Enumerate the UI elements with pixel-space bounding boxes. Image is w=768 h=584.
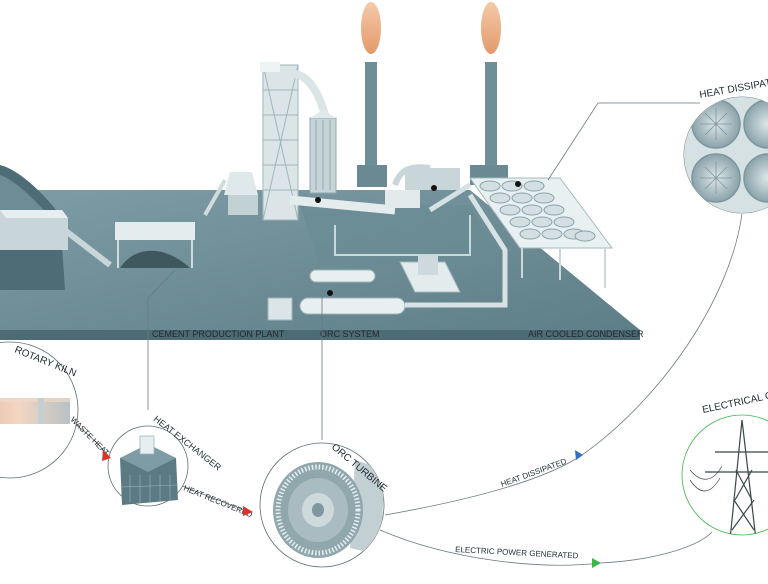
- rotary-kiln-node: ROTARY KILN: [0, 341, 79, 479]
- heat-dissipation-node: HEAT DISSIPATION: [683, 74, 768, 214]
- electric-power-label: ELECTRIC POWER GENERATED: [455, 545, 579, 560]
- label-cement-plant: CEMENT PRODUCTION PLANT: [152, 329, 285, 339]
- electrical-grid-label: ELECTRICAL GRID: [701, 387, 768, 416]
- flow-heat-dissipated: HEAT DISSIPATED: [500, 450, 583, 489]
- orc-skid: [267, 193, 508, 321]
- air-cooled-condenser: [469, 177, 613, 288]
- kiln-on-platform: [289, 195, 396, 215]
- stack-left: [357, 2, 387, 187]
- waste-heat-label: WASTE HEAT: [69, 415, 112, 458]
- electrical-grid-node: ELECTRICAL GRID: [681, 387, 768, 536]
- heat-dissipated-arrow-icon: [575, 450, 583, 460]
- flow-heat-recovered: HEAT RECOVERED: [182, 484, 254, 520]
- heat-recovered-arrow-icon: [243, 506, 253, 516]
- power-pylon-icon: [689, 419, 768, 535]
- heat-dissipated-label: HEAT DISSIPATED: [500, 457, 568, 489]
- flow-waste-heat: WASTE HEAT: [69, 415, 112, 461]
- storage-shed: [115, 222, 195, 268]
- cyclone-silo: [203, 172, 258, 216]
- electric-power-arrow-icon: [592, 558, 601, 568]
- waste-heat-arrow-icon: [102, 450, 111, 461]
- label-air-cooled-condenser: AIR COOLED CONDENSER: [528, 329, 644, 339]
- orc-turbine-node: ORC TURBINE: [259, 442, 389, 568]
- label-orc-system: ORC SYSTEM: [320, 329, 380, 339]
- cement-silo: [309, 110, 337, 194]
- stack-right: [470, 2, 508, 185]
- preheater-tower: [260, 62, 329, 221]
- heat-dissipation-label: HEAT DISSIPATION: [699, 74, 768, 101]
- ductwork: [385, 164, 472, 213]
- crusher-building: [0, 210, 112, 268]
- plant-section-labels: CEMENT PRODUCTION PLANT ORC SYSTEM AIR C…: [152, 329, 644, 339]
